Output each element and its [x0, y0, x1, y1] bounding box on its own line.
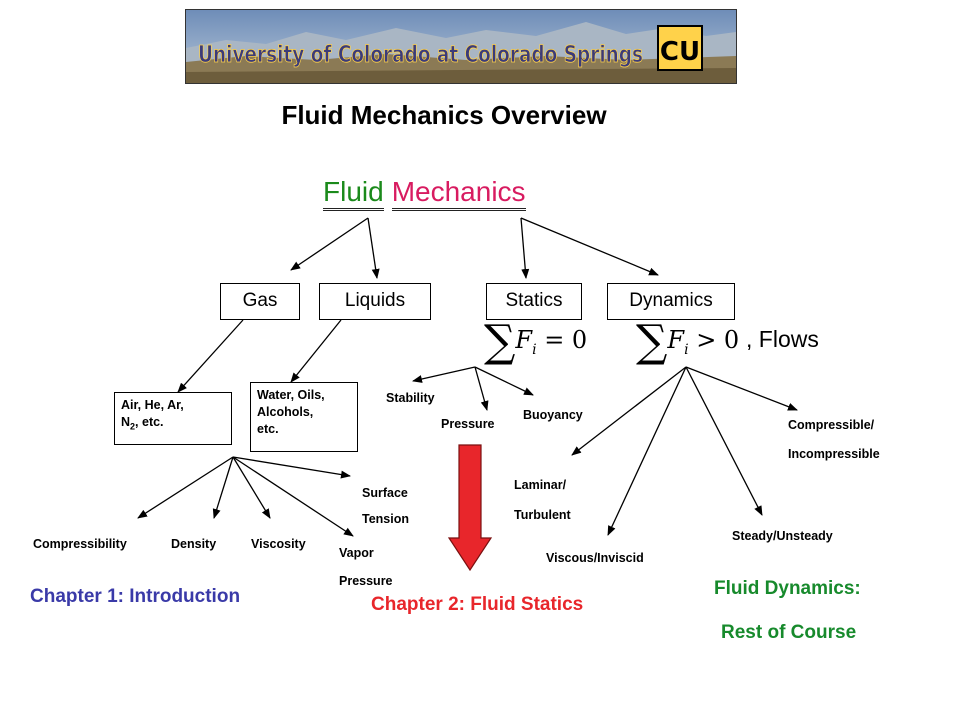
- arrow-mechanics-statics: [520, 217, 530, 279]
- sum-symbol: ∑: [484, 316, 516, 367]
- statics-pressure: Pressure: [441, 417, 495, 431]
- compressible-line2: Incompressible: [788, 447, 880, 461]
- arrow-liquids-examples: [290, 319, 342, 383]
- dynamics-laminar-turbulent: Laminar/ Turbulent: [514, 470, 571, 530]
- arrow-gas-examples: [177, 319, 244, 393]
- property-density: Density: [171, 537, 217, 551]
- dynamics-compressible: Compressible/ Incompressible: [788, 411, 880, 469]
- chapter-3-label-line2: Rest of Course: [721, 622, 857, 643]
- arrow-steady: [685, 366, 763, 516]
- gas-etc: , etc.: [135, 415, 164, 429]
- gas-n-sub: 2: [130, 421, 136, 432]
- chapter-1-label: Chapter 1: Introduction: [30, 586, 241, 607]
- red-down-arrow-icon: [447, 444, 493, 572]
- property-surface-tension: Surface Tension: [362, 480, 409, 532]
- arrow-pressure: [474, 366, 489, 411]
- property-compressibility: Compressibility: [33, 537, 127, 551]
- eq-statics-sub: i: [532, 341, 537, 358]
- arrow-buoyancy: [474, 366, 534, 396]
- gas-examples-line1: Air, He, Ar,: [121, 398, 184, 412]
- heading-fluid: Fluid: [323, 176, 384, 211]
- vapor-pressure-line1: Vapor: [339, 546, 374, 560]
- arrow-density: [212, 456, 234, 519]
- arrow-fluid-liquids: [367, 217, 380, 279]
- gas-box: Gas: [220, 283, 300, 320]
- arrow-viscosity: [232, 456, 271, 519]
- eq-statics-f: F: [515, 326, 533, 355]
- statics-equation: ∑Fi = 0: [484, 320, 588, 364]
- chapter-2-label: Chapter 2: Fluid Statics: [371, 594, 584, 615]
- arrow-laminar: [571, 366, 687, 456]
- surface-tension-line2: Tension: [362, 512, 409, 526]
- dynamics-viscous-inviscid: Viscous/Inviscid: [546, 551, 644, 565]
- property-vapor-pressure: Vapor Pressure: [339, 539, 393, 595]
- arrow-stability: [412, 366, 476, 383]
- surface-tension-line1: Surface: [362, 486, 408, 500]
- cu-logo-icon: CU: [657, 25, 703, 71]
- laminar-line2: Turbulent: [514, 508, 571, 522]
- banner-image: University of Colorado at Colorado Sprin…: [186, 10, 736, 83]
- dynamics-box: Dynamics: [607, 283, 735, 320]
- arrow-fluid-gas: [290, 217, 369, 271]
- gas-examples-line2: N2, etc.: [121, 414, 225, 436]
- liquid-example-2: Alcohols,: [257, 405, 314, 419]
- sum-symbol: ∑: [636, 316, 668, 367]
- chapter-3-label-line1: Fluid Dynamics:: [714, 578, 861, 599]
- vapor-pressure-line2: Pressure: [339, 574, 393, 588]
- dynamics-steady-unsteady: Steady/Unsteady: [732, 529, 833, 543]
- university-banner: University of Colorado at Colorado Sprin…: [185, 9, 737, 84]
- eq-dynamics-sub: i: [684, 341, 689, 358]
- liquid-example-3: etc.: [257, 422, 279, 436]
- liquid-examples-box: Water, Oils, Alcohols, etc.: [250, 382, 358, 452]
- arrow-compressible: [685, 366, 798, 411]
- property-viscosity: Viscosity: [251, 537, 306, 551]
- banner-text: University of Colorado at Colorado Sprin…: [198, 42, 643, 68]
- arrow-mechanics-dynamics: [520, 217, 659, 276]
- compressible-line1: Compressible/: [788, 418, 875, 432]
- logo-text: CU: [660, 37, 700, 67]
- gas-n: N: [121, 415, 131, 429]
- arrow-surface-tension: [232, 456, 351, 479]
- laminar-line1: Laminar/: [514, 478, 567, 492]
- liquids-box: Liquids: [319, 283, 431, 320]
- arrow-compressibility: [137, 456, 234, 519]
- arrow-vapor-pressure: [232, 456, 354, 537]
- dynamics-equation: ∑Fi > 0: [636, 320, 740, 364]
- liquid-example-1: Water, Oils,: [257, 388, 325, 402]
- statics-buoyancy: Buoyancy: [523, 408, 583, 422]
- statics-box: Statics: [486, 283, 582, 320]
- heading-mechanics: Mechanics: [391, 176, 526, 211]
- eq-statics-rel: = 0: [536, 326, 588, 355]
- statics-stability: Stability: [386, 391, 435, 405]
- page-title: Fluid Mechanics Overview: [281, 100, 607, 130]
- eq-dynamics-f: F: [667, 326, 685, 355]
- arrow-viscous: [607, 366, 687, 536]
- flows-label: , Flows: [746, 326, 819, 352]
- gas-examples-box: Air, He, Ar, N2, etc.: [114, 392, 232, 445]
- eq-dynamics-rel: > 0: [688, 326, 740, 355]
